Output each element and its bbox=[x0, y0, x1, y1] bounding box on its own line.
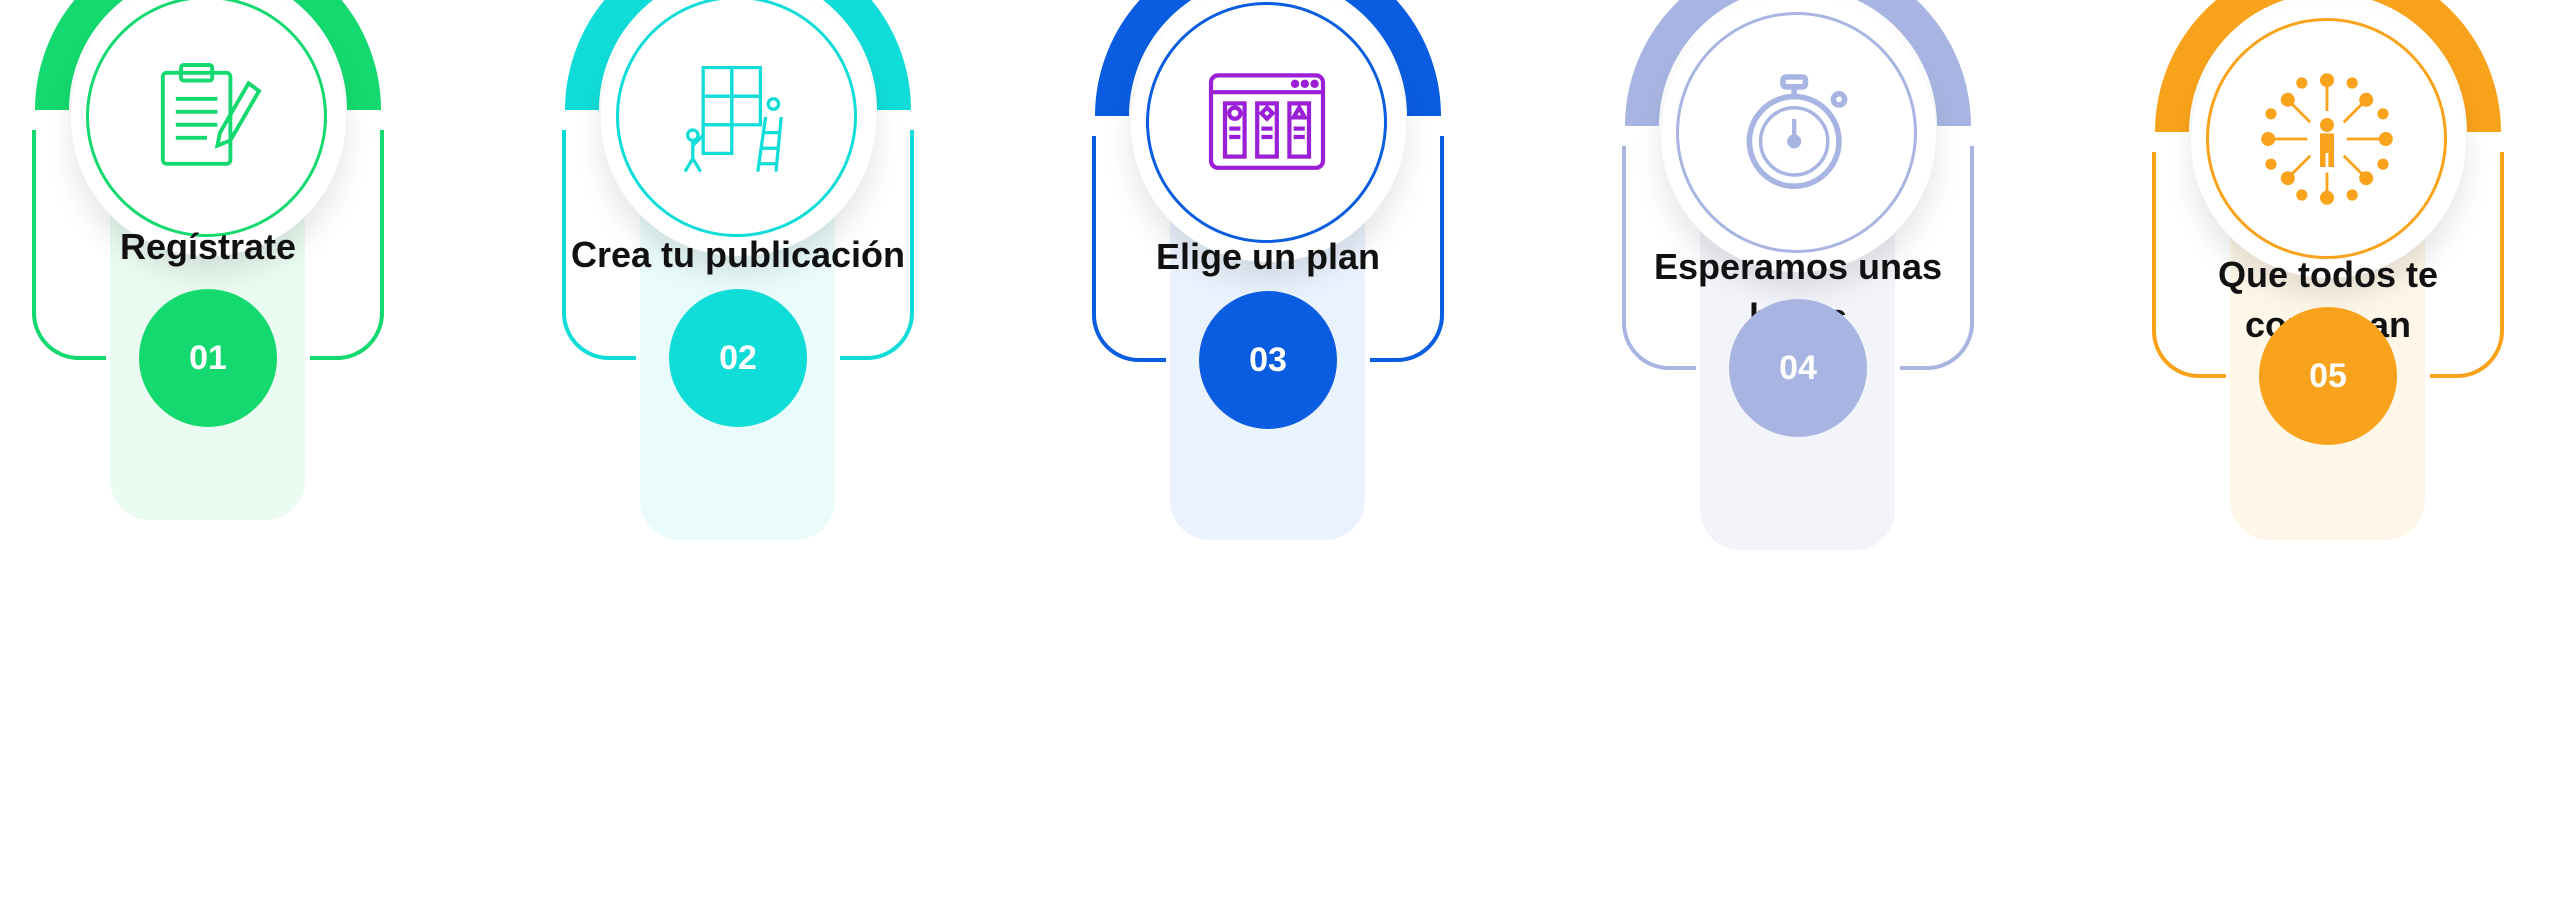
browser-plans-icon bbox=[1208, 72, 1325, 170]
step-1-title: Regístrate bbox=[119, 226, 297, 267]
step-1: Regístrate 01 bbox=[30, 0, 470, 906]
step-1-frame bbox=[32, 0, 384, 360]
step-5-number: 05 bbox=[2259, 307, 2397, 445]
step-3: Elige un plan 03 bbox=[1090, 0, 1530, 906]
step-5-icon-disc bbox=[2191, 3, 2466, 278]
step-5-frame bbox=[2152, 0, 2504, 378]
step-4-frame bbox=[1622, 0, 1974, 370]
network-person-icon bbox=[2260, 72, 2393, 205]
step-4-number: 04 bbox=[1729, 299, 1867, 437]
step-1-number: 01 bbox=[139, 289, 277, 427]
puzzle-team-icon bbox=[683, 65, 783, 172]
step-3-icon-disc bbox=[1131, 0, 1406, 262]
stopwatch-icon bbox=[1746, 73, 1847, 189]
step-2-icon-disc bbox=[601, 0, 876, 256]
step-2: Crea tu publicación 02 bbox=[560, 0, 1000, 906]
step-3-icon-ring bbox=[1146, 2, 1387, 243]
step-4: Esperamos unas horas 04 bbox=[1620, 0, 2060, 906]
step-2-title: Crea tu publicación bbox=[570, 234, 906, 275]
step-5-icon-ring bbox=[2206, 18, 2447, 259]
step-1-icon-ring bbox=[86, 0, 327, 237]
step-2-number: 02 bbox=[669, 289, 807, 427]
step-4-icon-disc bbox=[1661, 0, 1936, 272]
step-2-icon-ring bbox=[616, 0, 857, 237]
step-3-number: 03 bbox=[1199, 291, 1337, 429]
step-5: Que todos te conozcan 05 bbox=[2150, 0, 2560, 906]
step-3-title: Elige un plan bbox=[1155, 236, 1380, 277]
step-3-frame bbox=[1092, 0, 1444, 362]
step-2-frame bbox=[562, 0, 914, 360]
clipboard-pencil-icon bbox=[160, 62, 262, 166]
step-1-icon-disc bbox=[71, 0, 346, 256]
step-4-icon-ring bbox=[1676, 12, 1917, 253]
